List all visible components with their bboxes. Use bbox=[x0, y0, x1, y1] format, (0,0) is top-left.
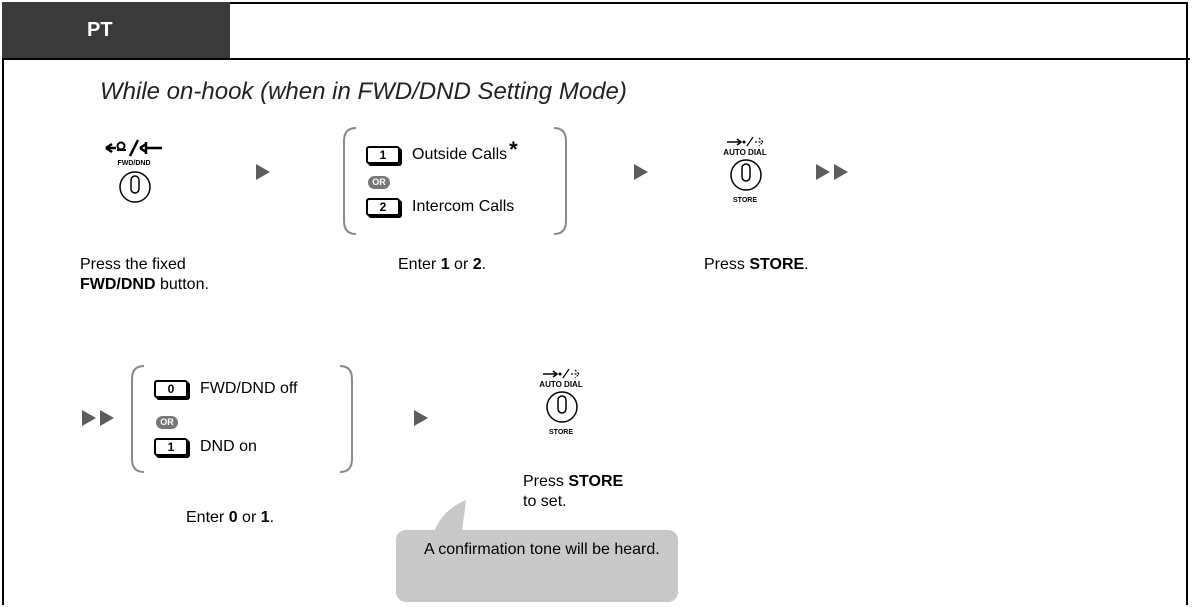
key-2: 2 bbox=[366, 198, 400, 216]
confirmation-tone-note: A confirmation tone will be heard. bbox=[396, 530, 678, 602]
double-arrow-icon bbox=[816, 164, 848, 180]
dnd-on-label: DND on bbox=[200, 438, 257, 455]
bubble-tail bbox=[434, 500, 466, 532]
fwd-dnd-off-label: FWD/DND off bbox=[200, 380, 298, 397]
auto-dial-label: AUTO DIAL bbox=[539, 380, 583, 389]
step2-caption: Enter 1 or 2. bbox=[398, 256, 487, 273]
pt-tab: PT bbox=[2, 2, 230, 58]
or-badge: OR bbox=[156, 416, 178, 429]
left-paren-icon bbox=[131, 365, 145, 473]
or-badge: OR bbox=[368, 176, 390, 189]
double-arrow-icon bbox=[82, 410, 114, 426]
key-circle-icon bbox=[546, 391, 578, 423]
fwd-dnd-button[interactable]: FWD/DND bbox=[96, 138, 186, 218]
step4-caption: Enter 0 or 1. bbox=[186, 509, 275, 526]
outside-calls-option[interactable]: 1 Outside Calls* bbox=[366, 137, 518, 168]
key-circle-icon bbox=[730, 159, 762, 191]
key-1: 1 bbox=[366, 146, 400, 164]
right-paren-icon bbox=[339, 365, 353, 473]
header-rule bbox=[2, 58, 1190, 60]
asterisk-note: * bbox=[509, 137, 518, 162]
next-arrow-icon bbox=[414, 410, 428, 426]
outside-calls-label: Outside Calls bbox=[412, 146, 508, 163]
auto-dial-label: AUTO DIAL bbox=[723, 148, 767, 157]
step3-caption: Press STORE. bbox=[704, 256, 809, 273]
auto-dial-icon bbox=[543, 368, 580, 379]
next-arrow-icon bbox=[256, 164, 270, 180]
key-1: 1 bbox=[154, 438, 188, 456]
pt-tab-label: PT bbox=[87, 18, 113, 41]
key-0: 0 bbox=[154, 380, 188, 398]
step1-caption: Press the fixed FWD/DND button. bbox=[80, 256, 209, 293]
intercom-calls-option[interactable]: 2 Intercom Calls bbox=[366, 198, 514, 216]
auto-dial-icon bbox=[727, 136, 764, 147]
store-label: STORE bbox=[549, 429, 573, 436]
dnd-on-option[interactable]: 1 DND on bbox=[154, 438, 257, 456]
mode-heading: While on-hook (when in FWD/DND Setting M… bbox=[100, 78, 627, 105]
step5-caption: Press STORE to set. bbox=[523, 473, 624, 510]
key-circle-icon bbox=[119, 171, 151, 203]
store-button[interactable]: AUTO DIAL STORE bbox=[516, 366, 606, 446]
intercom-calls-label: Intercom Calls bbox=[412, 198, 515, 215]
fwd-dnd-off-option[interactable]: 0 FWD/DND off bbox=[154, 380, 297, 398]
next-arrow-icon bbox=[634, 164, 648, 180]
right-paren-icon bbox=[553, 127, 567, 235]
store-label: STORE bbox=[733, 197, 757, 204]
store-button[interactable]: AUTO DIAL STORE bbox=[700, 134, 790, 214]
fwd-dnd-button-label: FWD/DND bbox=[117, 160, 151, 167]
fwd-dnd-icon bbox=[105, 139, 162, 157]
left-paren-icon bbox=[343, 127, 357, 235]
